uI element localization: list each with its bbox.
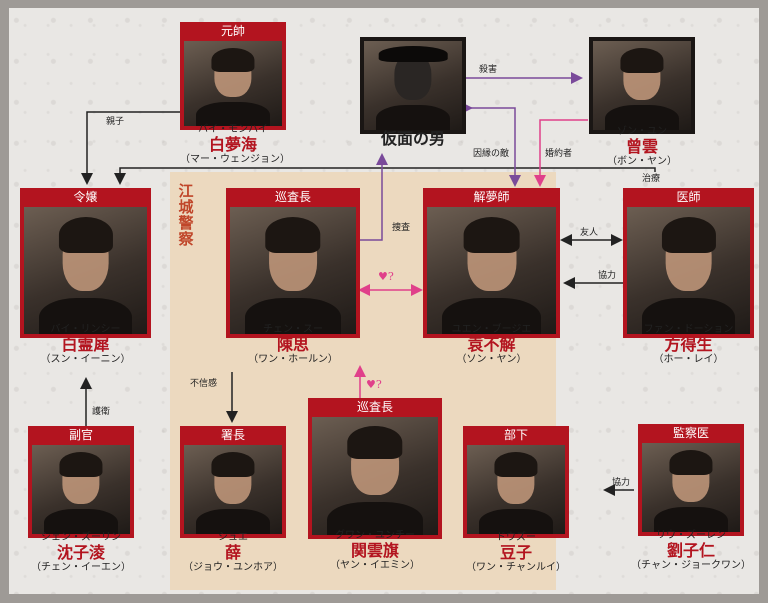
name-lady: バイ・リンシー白霊犀（スン・イーニン）: [40, 324, 131, 365]
name-doctor: ファン・ドーション方得生（ホー・レイ）: [643, 324, 734, 365]
label-treat: 治療: [642, 174, 661, 184]
portrait-zeng: [593, 41, 691, 130]
name-director: シュエ薛（ジョウ・ユンホア）: [183, 532, 283, 573]
label-distrust: 不信感: [190, 379, 218, 389]
name-chief: チェン・スー陳思（ワン・ホールン）: [248, 324, 338, 365]
portrait-chief: [230, 207, 356, 334]
line-fate: [461, 102, 521, 187]
label-father: 親子: [106, 117, 125, 127]
card-aide: 副官: [28, 426, 134, 538]
line-treat: [114, 167, 656, 185]
name-zeng: ゾン・ユン曾雲（ボン・ヤン）: [607, 126, 677, 167]
role-label: 部下: [503, 428, 528, 442]
label-heart-officer: ♥?: [366, 378, 382, 391]
portrait-examiner: [642, 443, 740, 532]
label-fate: 因縁の敵: [473, 149, 510, 159]
portrait-officer: [312, 417, 438, 535]
role-label: 巡査長: [274, 190, 311, 204]
label-heart-chief: ♥?: [378, 270, 394, 283]
label-coop1: 協力: [598, 271, 617, 281]
name-maskman: 仮面の男: [380, 129, 445, 148]
name-marshal: バイ・モンハイ白夢海（マー・ウェンジョン）: [180, 124, 290, 165]
label-coop2: 協力: [612, 478, 631, 488]
name-sub: ドウズー豆子（ワン・チャンルイ）: [466, 532, 566, 573]
card-lady: 令嬢: [20, 188, 151, 338]
portrait-doctor: [627, 207, 750, 334]
role-label: 医師: [676, 190, 701, 204]
portrait-aide: [32, 445, 130, 534]
card-chief: 巡査長: [226, 188, 360, 338]
label-search: 捜査: [392, 223, 411, 233]
police-zone-label: 江城警察: [178, 182, 194, 248]
card-zeng: [589, 37, 695, 134]
card-maskman: [360, 37, 466, 134]
label-murder: 殺害: [479, 65, 498, 75]
role-label: 令嬢: [73, 190, 98, 204]
name-examiner: リウ・ズーレン劉子仁（チャン・ジョークワン）: [631, 530, 751, 571]
role-label: 巡査長: [356, 400, 393, 414]
role-label: 副官: [68, 428, 93, 442]
portrait-dreamer: [427, 207, 556, 334]
line-fiance: [534, 119, 588, 187]
portrait-maskman: [364, 41, 462, 130]
card-officer: 巡査長: [308, 398, 442, 539]
role-label: 署長: [220, 428, 245, 442]
name-aide: シェン・ズーリン沈子淩（チェン・イーエン）: [31, 532, 131, 573]
card-doctor: 医師: [623, 188, 754, 338]
card-dreamer: 解夢師: [423, 188, 560, 338]
name-officer: グワン・ユンチー関雲旗（ヤン・イエミン）: [330, 530, 420, 571]
label-escort: 護衛: [92, 407, 111, 417]
portrait-sub: [467, 445, 565, 534]
role-label: 解夢師: [473, 190, 510, 204]
label-friend: 友人: [580, 228, 599, 238]
portrait-marshal: [184, 41, 282, 126]
card-examiner: 監察医: [638, 424, 744, 536]
card-marshal: 元帥: [180, 22, 286, 130]
portrait-lady: [24, 207, 147, 334]
card-director: 署長: [180, 426, 286, 538]
label-fiance: 婚約者: [545, 149, 573, 159]
role-label: 元帥: [220, 24, 245, 38]
role-label: 監察医: [672, 426, 709, 440]
line-father: [81, 111, 180, 185]
name-dreamer: ユエン・ブージエ袁不解（ソン・ヤン）: [451, 324, 532, 365]
card-sub: 部下: [463, 426, 569, 538]
portrait-director: [184, 445, 282, 534]
line-search: [360, 153, 388, 241]
